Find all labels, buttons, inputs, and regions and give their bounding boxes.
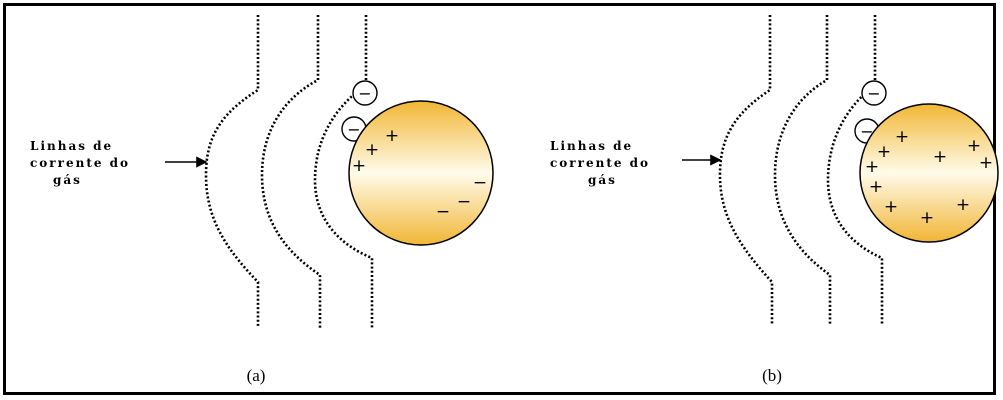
gas-streamline-1 [718, 15, 774, 325]
ion-charge: − [358, 84, 371, 103]
particle-charge: + [895, 127, 909, 147]
particle-charge: + [352, 156, 366, 176]
particle-charge: − [457, 192, 471, 212]
flow-label-line-3: gás [53, 173, 82, 187]
particle [859, 103, 999, 243]
particle-charge: − [436, 202, 450, 222]
particle-charge: + [979, 153, 993, 173]
panel-label: (a) [247, 366, 266, 385]
flow-label-line-3: gás [588, 173, 617, 187]
particle-charge: + [967, 136, 981, 156]
particle-charge: − [473, 173, 487, 193]
panel-a: Linhas de corrente do gás − − + + + − − … [30, 15, 494, 385]
particle-charge: + [365, 140, 379, 160]
ion: − [352, 80, 378, 106]
gas-streamline-2 [773, 15, 832, 325]
particle-charge: + [877, 142, 891, 162]
particle-charge: + [869, 177, 883, 197]
ion: − [861, 80, 887, 106]
particle-charge: + [920, 208, 934, 228]
ion-charge: − [347, 120, 360, 139]
gas-streamline-3 [826, 15, 884, 325]
flow-label-line-1: Linhas de [550, 139, 633, 153]
flow-label-line-1: Linhas de [30, 139, 113, 153]
panel-label: (b) [762, 366, 782, 385]
particle-charge: + [933, 147, 947, 167]
gas-streamline-1 [204, 15, 260, 328]
particle-charge: + [385, 126, 399, 146]
ion-charge: − [867, 84, 880, 103]
panel-b: Linhas de corrente do gás − − + + + + + … [550, 15, 999, 385]
flow-label-line-2: corrente do [550, 156, 650, 170]
particle-charge: + [865, 157, 879, 177]
gas-streamline-2 [260, 15, 322, 328]
gas-streamline-3 [313, 15, 374, 328]
particle-charge: + [956, 195, 970, 215]
flow-label-line-2: corrente do [30, 156, 130, 170]
particle [348, 100, 494, 246]
particle-charge: + [884, 197, 898, 217]
